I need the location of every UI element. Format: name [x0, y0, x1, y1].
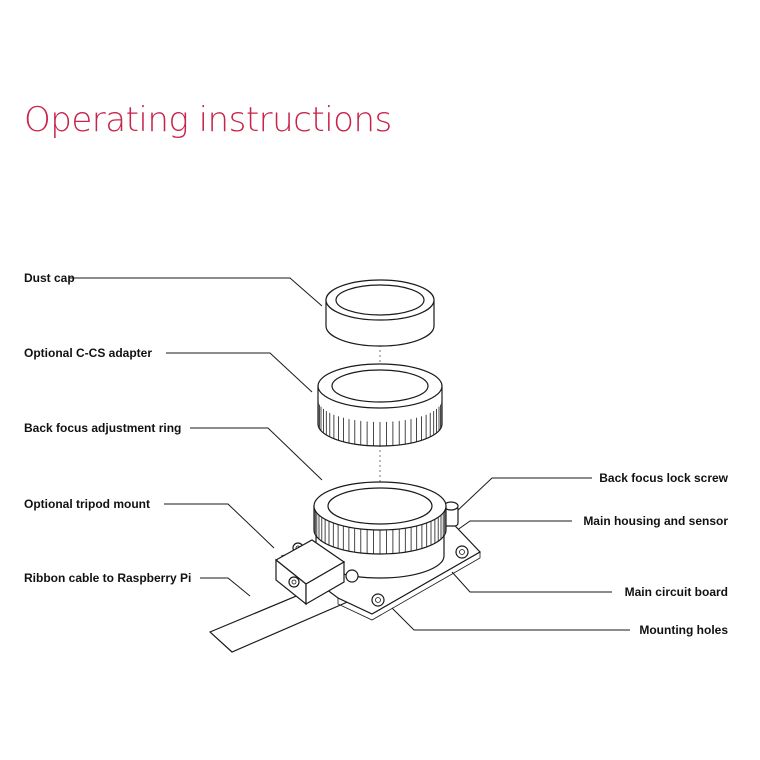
tripod-mount [274, 539, 359, 606]
label-c-cs-adapter: Optional C-CS adapter [24, 346, 153, 360]
leader-mounting-holes [391, 607, 630, 631]
page-title: Operating instructions [24, 100, 392, 140]
dust-cap [325, 279, 435, 347]
leader-dust-cap [70, 277, 323, 307]
leader-back-focus-ring [190, 427, 323, 481]
leader-lock-screw [455, 477, 592, 513]
label-circuit-board: Main circuit board [624, 585, 728, 599]
circuit-board-edge [337, 551, 481, 621]
label-housing-sensor: Main housing and sensor [583, 514, 728, 528]
label-dust-cap: Dust cap [24, 271, 75, 285]
label-lock-screw: Back focus lock screw [599, 471, 728, 485]
leader-tripod-mount [164, 503, 275, 549]
label-mounting-holes: Mounting holes [639, 623, 728, 637]
back-focus-lock-screw [443, 501, 459, 527]
label-back-focus-ring: Back focus adjustment ring [24, 421, 182, 435]
leader-c-cs-adapter [166, 352, 313, 393]
label-tripod-mount: Optional tripod mount [24, 497, 150, 511]
back-focus-adjustment-ring [313, 481, 447, 555]
leader-circuit-board [451, 571, 612, 593]
label-ribbon-cable: Ribbon cable to Raspberry Pi [24, 571, 192, 585]
c-cs-adapter [317, 363, 443, 447]
leader-ribbon-cable [200, 577, 251, 597]
